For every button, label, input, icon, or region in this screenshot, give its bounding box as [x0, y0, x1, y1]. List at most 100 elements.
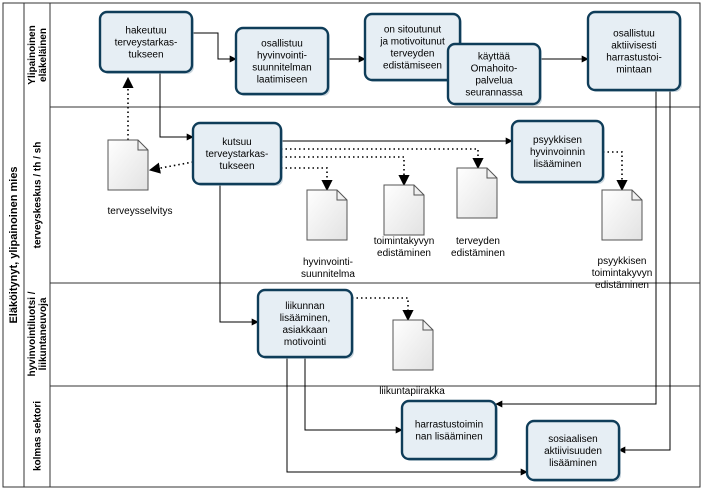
- lane-label-hyvinvointiluotsi: hyvinvointiluotsi /liikuntaneuvoja: [27, 291, 49, 376]
- doc-terveysselvitys[interactable]: terveysselvitys: [107, 139, 173, 217]
- document-label-line: psyykkisen: [598, 256, 647, 267]
- document-fold: [413, 185, 424, 196]
- document-fold: [336, 190, 347, 201]
- document-label: liikuntapiirakka: [379, 386, 445, 397]
- document-icon: [107, 139, 149, 191]
- task-label-line: lisääminen: [549, 458, 597, 469]
- task-label-line: lisääminen,: [280, 313, 331, 324]
- task-box: [400, 399, 498, 461]
- task-label-line: psyykkisen: [533, 135, 582, 146]
- lane-label-line: kolmas sektori: [33, 401, 44, 471]
- document-icon: [392, 319, 434, 371]
- task-box: [525, 419, 621, 482]
- task-box: [256, 288, 354, 359]
- assoc-psyykkisen-to-psyykkisen-doc: [603, 151, 628, 192]
- assoc-kutsuu-to-terveyden: [281, 148, 484, 170]
- document-fold: [631, 190, 642, 201]
- lane-label-line: eläkeläinen: [38, 28, 49, 82]
- flow-aktiivisesti-to-harrastus: [495, 90, 657, 408]
- lane-label-line: terveyskeskus / th / sh: [33, 142, 44, 249]
- document-label-line: liikuntapiirakka: [379, 386, 445, 397]
- document-label-line: terveyden: [456, 236, 500, 247]
- lane-label-ylipainoinen: Ylipainoineneläkeläinen: [27, 25, 49, 84]
- task-box: [191, 121, 283, 186]
- flow-hakeutuu-to-kutsuu: [159, 72, 194, 141]
- task-label-line: edistämiseen: [383, 61, 442, 72]
- assoc-kutsuu-to-toimintakyvyn: [281, 156, 410, 187]
- task-label-line: harrastustoimin: [415, 420, 483, 431]
- task-label-line: mintaan: [616, 65, 652, 76]
- task-label-line: tukseen: [219, 161, 254, 172]
- task-label-line: sosiaalisen: [548, 434, 597, 445]
- task-label-line: aktiivisuuden: [544, 446, 602, 457]
- lane-label-line: hyvinvointiluotsi /: [27, 291, 38, 376]
- document-label: terveysselvitys: [107, 206, 172, 217]
- task-label-line: hyvinvointi-: [257, 51, 307, 62]
- flow-liikunnan-to-sosiaalisen: [286, 357, 528, 476]
- task-label-line: seurannassa: [465, 88, 523, 99]
- task-box: [446, 42, 542, 106]
- lane-label-kolmas-sektori: kolmas sektori: [33, 401, 44, 471]
- document-icon: [306, 189, 348, 241]
- document-label-line: hyvinvointi-: [303, 257, 353, 268]
- task-label-line: motivointi: [284, 337, 326, 348]
- task-label-line: ja motivoitunut: [379, 37, 445, 48]
- task-label-line: terveystarkas-: [206, 149, 269, 160]
- document-label-line: edistäminen: [377, 248, 431, 259]
- task-label-line: Omahoito-: [471, 64, 518, 75]
- flow-kutsuu-to-liikunnan: [219, 184, 259, 326]
- document-fold: [137, 140, 148, 151]
- document-icon: [601, 189, 643, 241]
- doc-liikuntapiirakka[interactable]: liikuntapiirakka: [379, 319, 445, 397]
- task-label-line: kutsuu: [222, 137, 251, 148]
- flow-hakeutuu-to-osallistuu: [192, 32, 237, 63]
- connectors: [122, 32, 671, 476]
- task-label-line: hyvinvoinnin: [530, 147, 585, 158]
- document-icon: [456, 167, 498, 219]
- flow-liikunnan-to-harrastus: [304, 357, 403, 434]
- task-label-line: on sitoutunut: [384, 25, 441, 36]
- document-label-line: suunnitelma: [301, 269, 355, 280]
- task-label-line: nan lisääminen: [415, 432, 482, 443]
- task-label-line: palvelua: [475, 76, 513, 87]
- task-box: [98, 10, 194, 74]
- task-label-line: osallistuu: [261, 39, 303, 50]
- task-label-line: asiakkaan: [282, 325, 327, 336]
- lane-label-terveyskeskus: terveyskeskus / th / sh: [33, 142, 44, 249]
- task-label-line: terveyden: [391, 49, 435, 60]
- task-box: [586, 10, 682, 92]
- task-label-line: hakeutuu: [125, 26, 166, 37]
- task-box: [234, 26, 330, 96]
- flow-aktiivisesti-to-sosiaalisen: [618, 90, 671, 454]
- document-label-line: edistäminen: [451, 248, 505, 259]
- doc-hyvinvointisuunnitelma[interactable]: hyvinvointi-suunnitelma: [301, 189, 355, 280]
- pool-label: Eläköitynyt, ylipainoinen mies: [8, 166, 20, 323]
- document-label-line: toimintakyvyn: [592, 268, 653, 279]
- task-label-line: aktiivisesti: [611, 41, 657, 52]
- assoc-kutsuu-to-terveysselvitys: [148, 161, 194, 174]
